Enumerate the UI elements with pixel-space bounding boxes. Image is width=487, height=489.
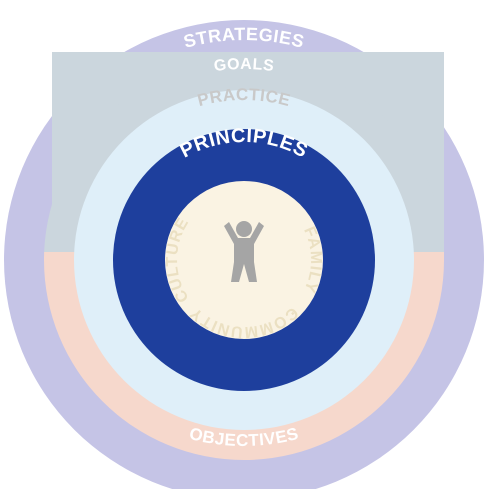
svg-text:FAMILY: FAMILY xyxy=(300,224,324,295)
goals-label: GOALS xyxy=(213,56,275,75)
family-label: FAMILY xyxy=(300,224,323,295)
svg-text:GOALS: GOALS xyxy=(213,56,275,75)
person-icon xyxy=(224,221,264,282)
